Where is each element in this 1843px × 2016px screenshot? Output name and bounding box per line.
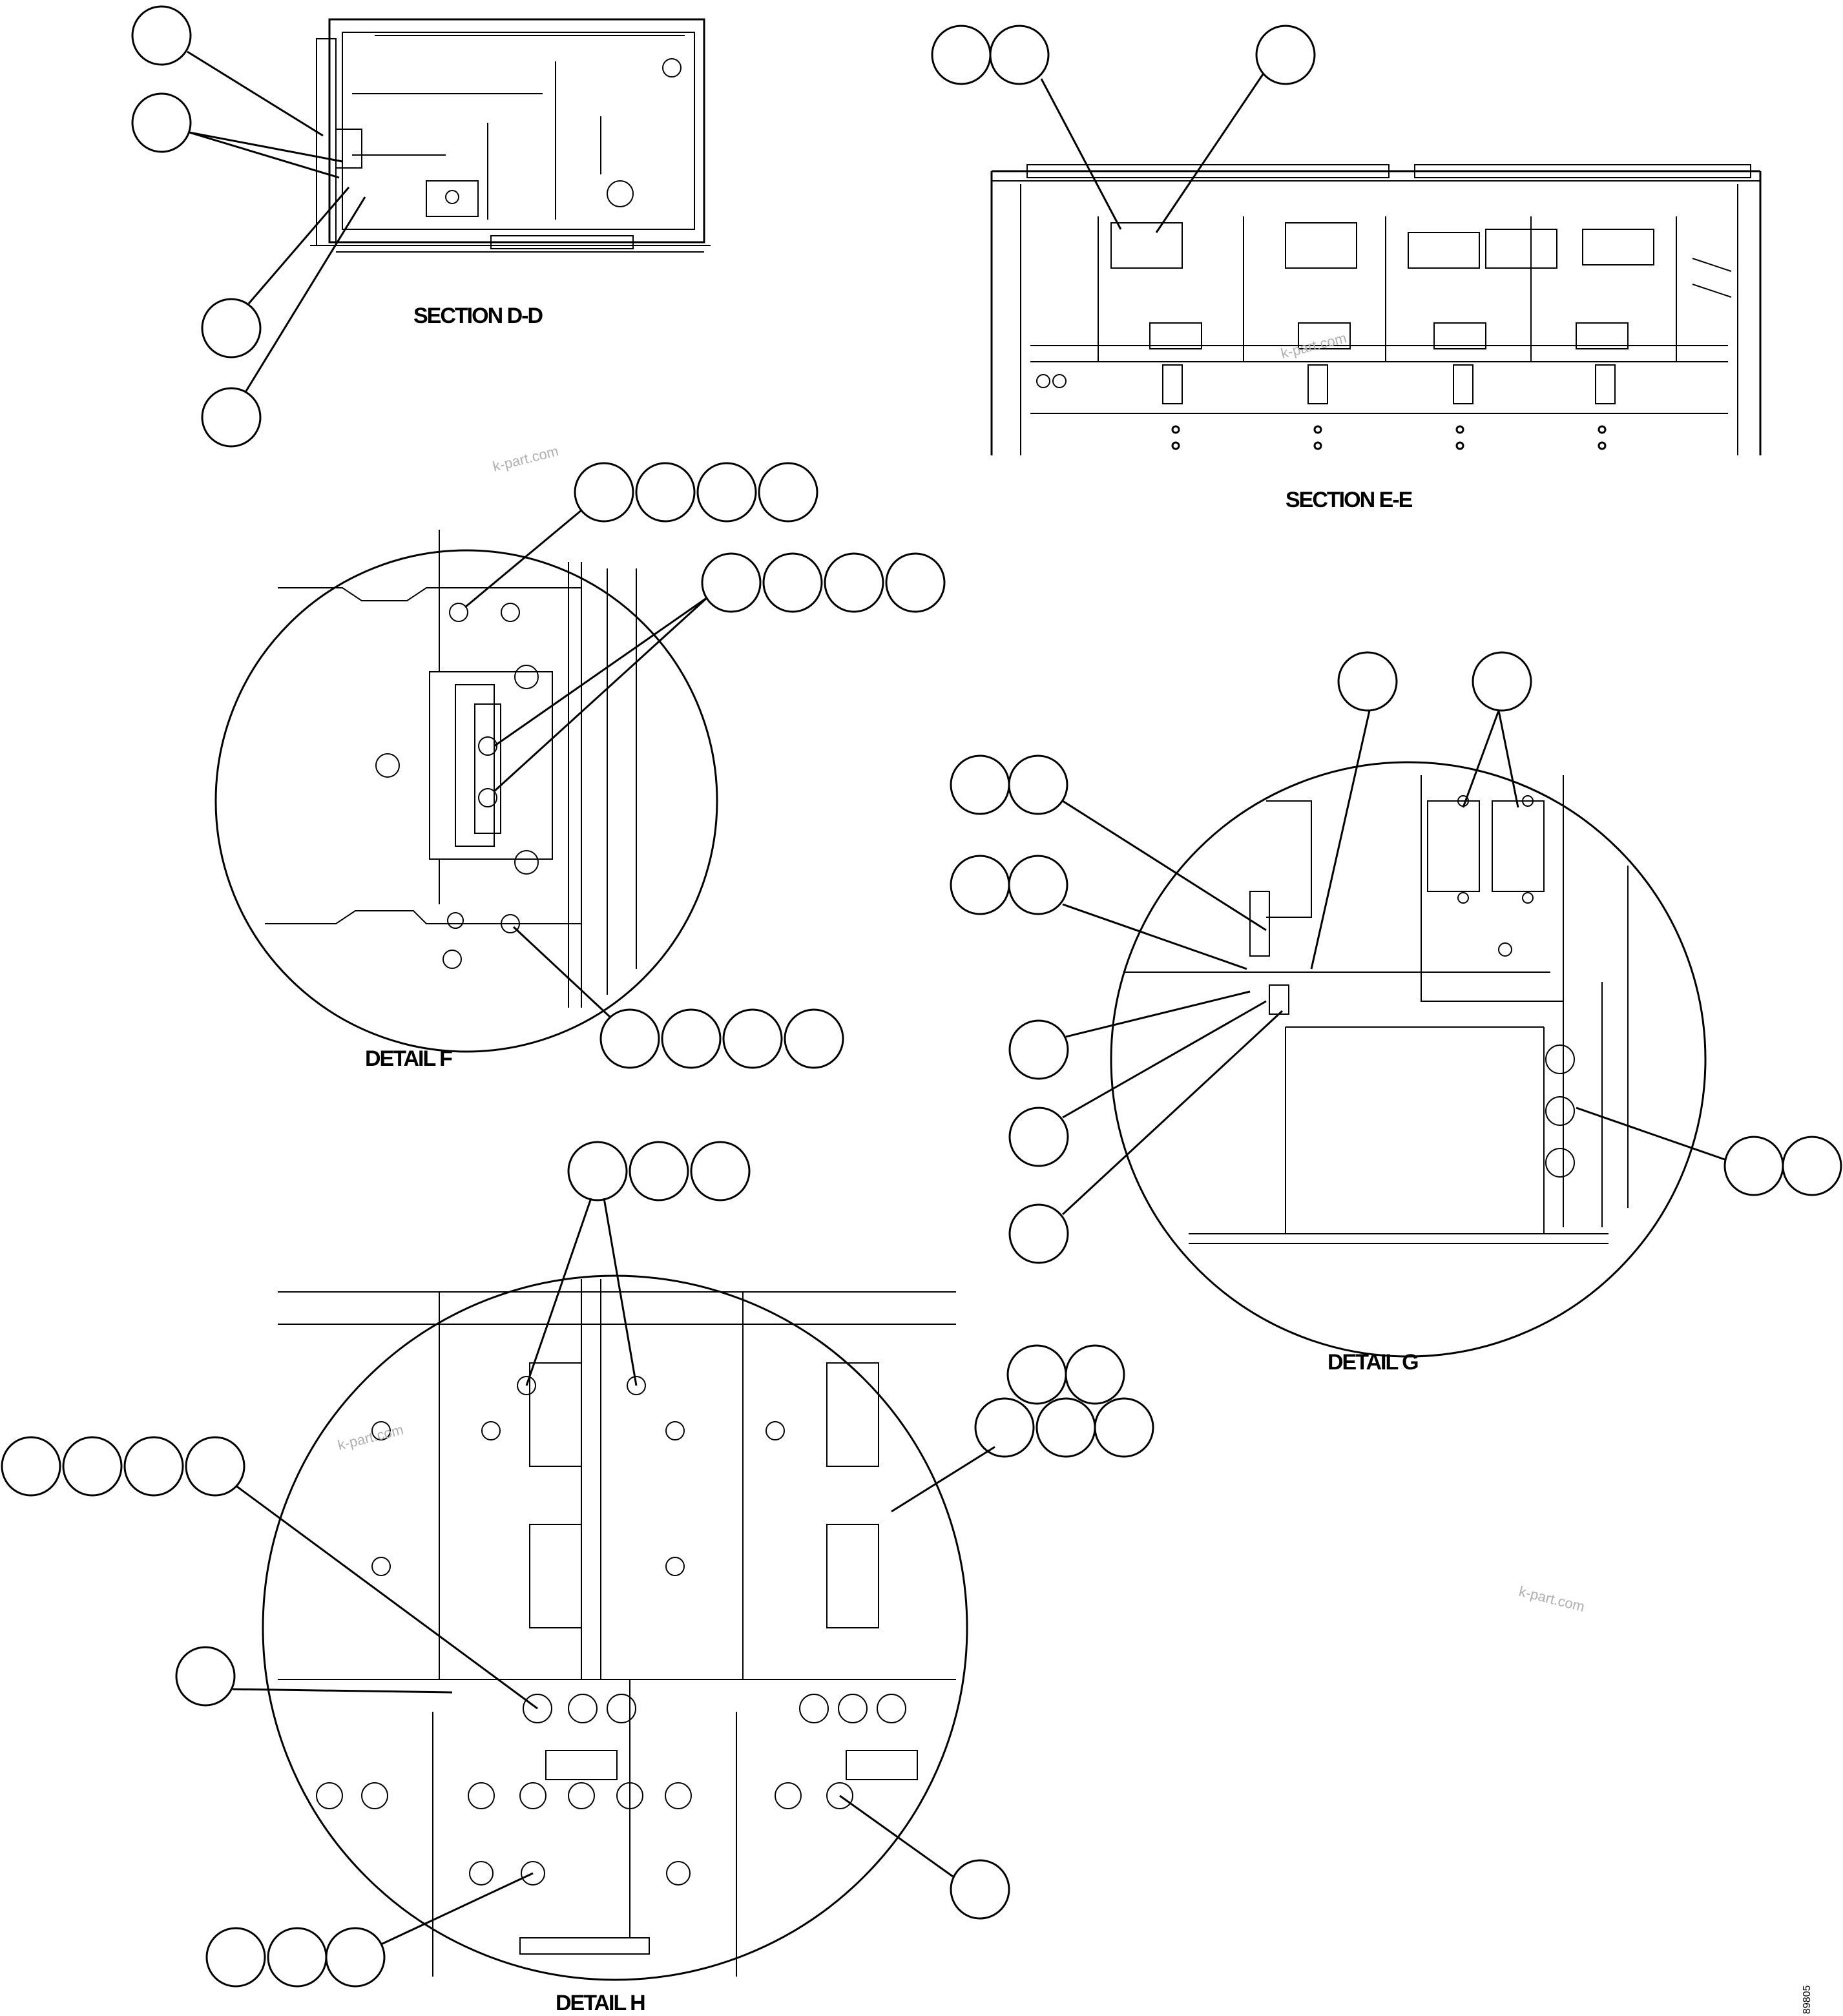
detail-h-label: DETAIL H: [556, 1991, 645, 2015]
watermark: k-part.com: [336, 1421, 405, 1453]
detail-f-callouts: [464, 462, 946, 1069]
detail-g-drawing: [1110, 761, 1707, 1358]
watermark: k-part.com: [491, 442, 560, 474]
detail-f-drawing: [214, 530, 718, 1053]
section-dd-drawing: [310, 18, 711, 253]
detail-g-label: DETAIL G: [1328, 1350, 1418, 1375]
detail-f-label: DETAIL F: [365, 1046, 452, 1071]
section-dd-callouts: [131, 5, 366, 448]
detail-h-drawing: [262, 1274, 968, 1981]
section-ee-drawing: [990, 164, 1762, 455]
section-dd-label: SECTION D-D: [413, 304, 543, 328]
section-ee-callouts: [931, 25, 1316, 233]
detail-g-callouts: [950, 651, 1842, 1264]
watermark: k-part.com: [1517, 1583, 1587, 1615]
detail-h-callouts: [1, 1141, 1154, 1988]
section-ee-label: SECTION E-E: [1286, 488, 1413, 512]
watermark: k-part.com: [1279, 329, 1348, 361]
figure-number: 89805: [1802, 1985, 1813, 2014]
